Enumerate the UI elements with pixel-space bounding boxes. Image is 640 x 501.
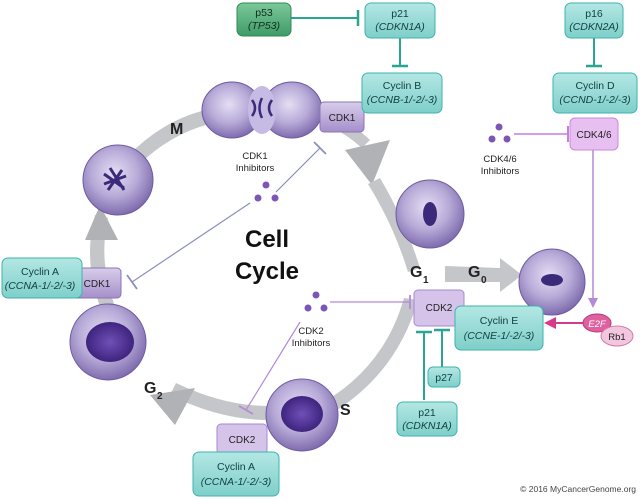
phase-label-m: M (170, 121, 183, 138)
cell-g2 (69, 303, 147, 381)
cyclin-e-gene: (CCNE-1/-2/-3) (464, 330, 535, 342)
p53-name: p53 (255, 7, 273, 19)
cyclin-b-gene: (CCNB-1/-2/-3) (367, 94, 438, 106)
cdk2-inhibitors-label-line2: Inhibitors (292, 338, 331, 349)
p21-bottom-gene: (CDKN1A) (402, 420, 452, 432)
cyclin-e-box: Cyclin E (CCNE-1/-2/-3) (454, 305, 544, 351)
rb1-oval (600, 325, 634, 347)
p21-bottom-box: p21 (CDKN1A) (396, 401, 458, 437)
p27-name: p27 (435, 372, 453, 384)
phase-label-s: S (340, 402, 351, 419)
cdk1-inhibitors-label-line1: CDK1 (242, 151, 267, 162)
ring-arrow-left (90, 215, 123, 330)
e2f-oval (582, 313, 612, 333)
p21-top-gene: (CDKN1A) (375, 21, 425, 33)
cdk2-inhibitor-dots (304, 291, 328, 312)
phase-label-g0: G (468, 264, 480, 281)
cdk46-inhibitor-dots (488, 123, 511, 143)
cyclin-a-left-gene: (CCNA-1/-2/-3) (5, 280, 76, 292)
ring-arrow-bottom (170, 383, 268, 420)
p16-name: p16 (585, 8, 603, 20)
ring-arrow-right (368, 178, 420, 272)
cdk2-bottom-label: CDK2 (229, 435, 256, 446)
cells (69, 81, 586, 452)
cyclin-d-gene: (CCND-1/-2/-3) (559, 94, 630, 106)
g0-arrow (445, 258, 522, 292)
cdk1-top-box: CDK1 (319, 101, 365, 133)
p21-top-name: p21 (391, 8, 409, 20)
cyclin-a-left-box: Cyclin A (CCNA-1/-2/-3) (1, 257, 83, 299)
cyclin-a-bottom-gene: (CCNA-1/-2/-3) (201, 476, 272, 488)
cyclin-b-name: Cyclin B (383, 80, 422, 92)
regulation-lines (126, 10, 602, 415)
cell-dividing (201, 81, 323, 139)
cyclin-b-box: Cyclin B (CCNB-1/-2/-3) (361, 72, 443, 114)
cyclin-e-name: Cyclin E (480, 315, 519, 327)
cdk46-inhibitors-label-line2: Inhibitors (481, 166, 520, 177)
p21-top-box: p21 (CDKN1A) (364, 2, 436, 39)
p16-gene: (CDKN2A) (569, 21, 619, 33)
cdk1-inhibitors-label-line2: Inhibitors (236, 163, 275, 174)
p27-box: p27 (427, 366, 461, 388)
e2f-label: E2F (588, 319, 607, 330)
cdk2-inhibitor-line-bottom (245, 321, 301, 411)
diagram-title-line2: Cycle (235, 258, 299, 285)
cell-g1 (395, 179, 465, 249)
cell-mitosis (82, 144, 154, 216)
cdk46-label: CDK4/6 (576, 130, 611, 141)
cdk1-inhibitor-line-left (131, 202, 251, 283)
p16-box: p16 (CDKN2A) (564, 2, 624, 39)
p53-gene: (TP53) (248, 20, 280, 32)
cdk1-inhibitor-line-top (275, 147, 321, 193)
cdk2-right-label: CDK2 (426, 303, 453, 314)
cdk2-bottom-box: CDK2 (216, 423, 268, 455)
phase-label-g2-sub: 2 (157, 391, 163, 402)
e2f-rb1-complex: E2F Rb1 (582, 313, 634, 347)
cyclin-d-box: Cyclin D (CCND-1/-2/-3) (552, 72, 638, 114)
phase-label-g1-sub: 1 (423, 275, 429, 286)
phase-label-g0-sub: 0 (481, 275, 487, 286)
cdk2-inhibitors-label-line1: CDK2 (298, 326, 323, 337)
p53-box: p53 (TP53) (236, 2, 292, 37)
ring-arrowhead-top-right (345, 140, 390, 185)
cdk46-box: CDK4/6 (569, 117, 619, 151)
ring-arrowhead-bottom (150, 388, 195, 425)
p21-bottom-name: p21 (418, 407, 436, 419)
cyclin-a-bottom-name: Cyclin A (217, 461, 255, 473)
rb1-label: Rb1 (608, 332, 625, 343)
diagram-title-line1: Cell (245, 226, 289, 253)
cdk1-left-label: CDK1 (84, 279, 111, 290)
cyclin-a-left-name: Cyclin A (21, 266, 59, 278)
phase-label-g1: G (410, 264, 422, 281)
cell-g0 (518, 248, 586, 316)
cdk1-top-label: CDK1 (329, 113, 356, 124)
ring-arrowhead-left (85, 205, 118, 240)
cdk46-inhibitors-label-line1: CDK4/6 (483, 154, 516, 165)
copyright-text: © 2016 MyCancerGenome.org (520, 484, 636, 494)
cdk1-inhibitor-dots (254, 181, 279, 202)
cyclin-d-name: Cyclin D (575, 80, 615, 92)
cyclin-a-bottom-box: Cyclin A (CCNA-1/-2/-3) (192, 451, 280, 497)
phase-label-g2: G (144, 380, 156, 397)
cell-s (265, 378, 339, 452)
